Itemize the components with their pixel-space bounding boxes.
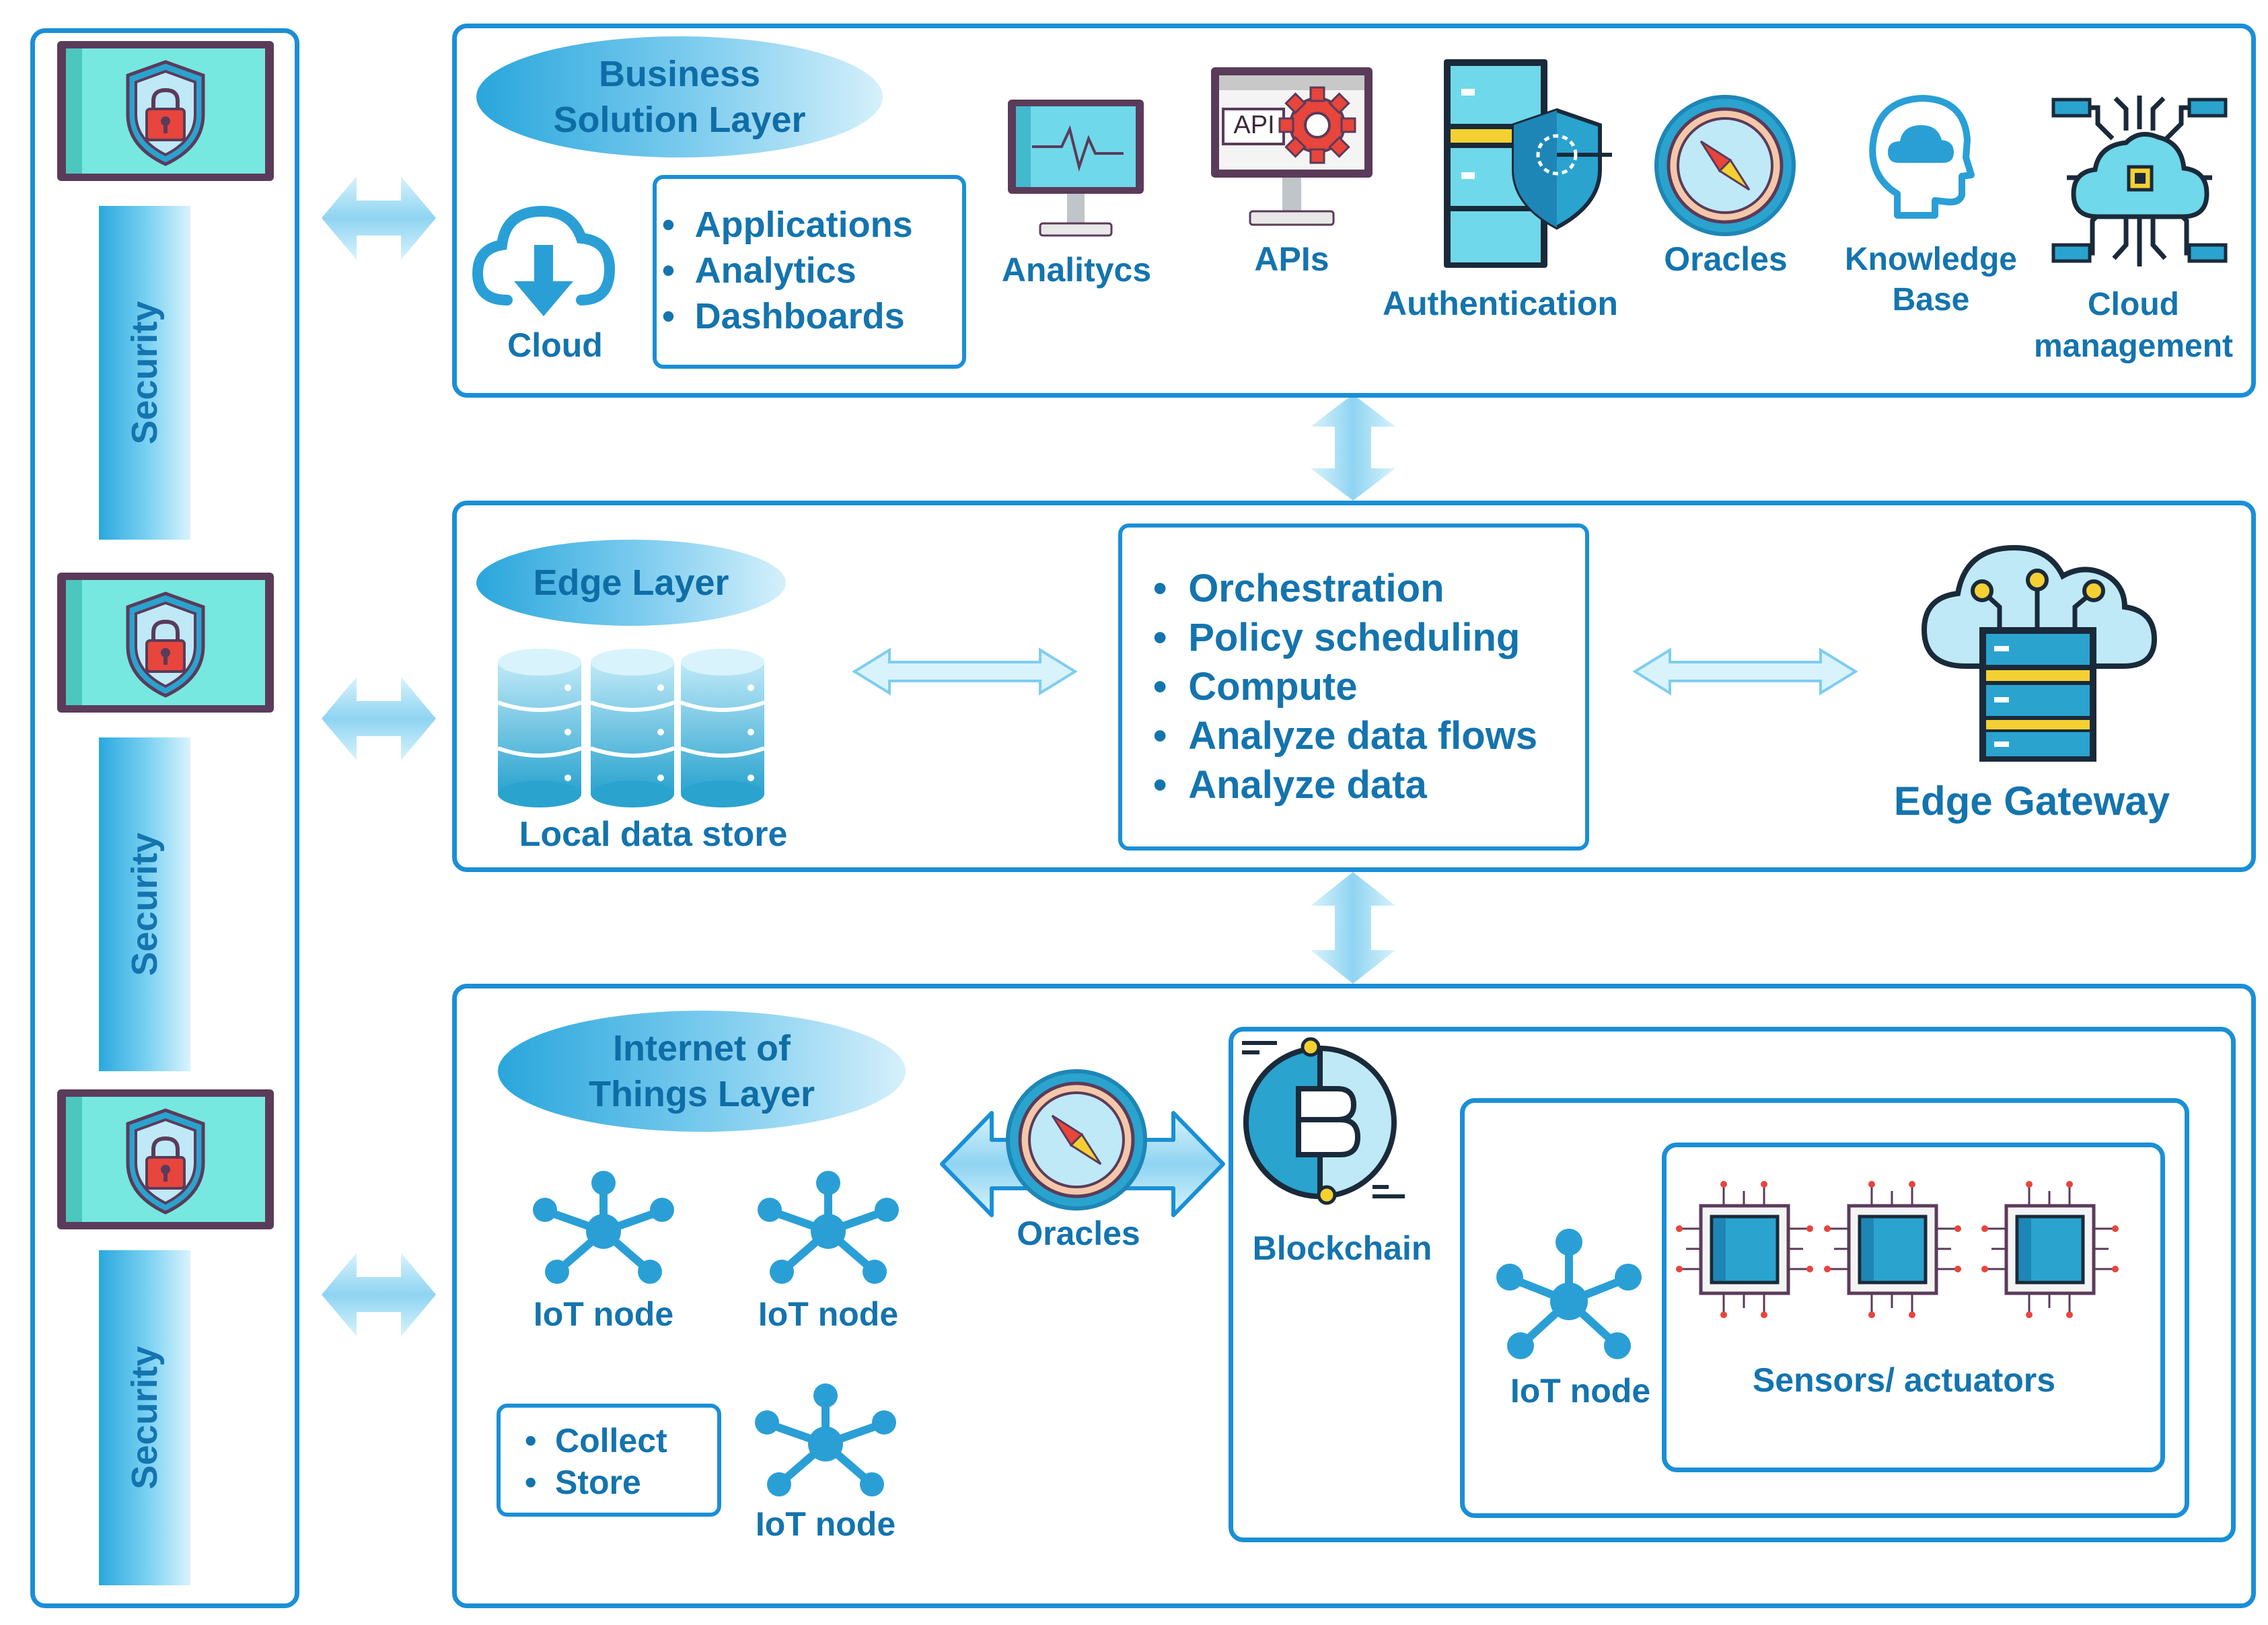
- blockchain-label: Blockchain: [1252, 1229, 1432, 1267]
- list-item: Store: [525, 1461, 717, 1503]
- iot-node-icon-3: [755, 1383, 896, 1496]
- cloud-download-icon: [472, 205, 616, 316]
- iot-node-label: IoT node: [533, 1295, 674, 1333]
- edge-functions-list: Orchestration Policy scheduling Compute …: [1118, 523, 1589, 851]
- security-monitor-3: [55, 1087, 276, 1231]
- iot-node-icon-1: [533, 1171, 674, 1284]
- thin-double-arrow-right: [1632, 647, 1858, 696]
- sensor-chip-icon-1: [1676, 1181, 1813, 1318]
- list-item: Policy scheduling: [1153, 613, 1585, 662]
- list-item: Applications: [662, 202, 962, 248]
- iot-node-icon-2: [758, 1171, 899, 1284]
- list-item: Orchestration: [1153, 564, 1585, 613]
- security-monitor-1: [55, 39, 276, 183]
- apis-label: APIs: [1254, 240, 1329, 278]
- security-label: Security: [124, 1346, 165, 1490]
- database-stack-icon: [497, 647, 767, 809]
- business-features-list: Applications Analytics Dashboards: [653, 175, 966, 369]
- knowledge-base-label: Knowledge Base: [1844, 242, 2017, 318]
- double-arrow-horizontal-3: [322, 1253, 436, 1336]
- iot-node-label: IoT node: [1510, 1372, 1651, 1410]
- list-item: Analytics: [662, 248, 962, 293]
- double-arrow-horizontal-2: [322, 677, 436, 760]
- local-data-store-label: Local data store: [519, 815, 788, 854]
- security-label: Security: [124, 301, 165, 445]
- iot-layer-title: Internet of Things Layer: [498, 1011, 906, 1132]
- oracles-compass-icon: [1006, 1069, 1147, 1211]
- edge-layer-title: Edge Layer: [476, 540, 786, 626]
- edge-gateway-label: Edge Gateway: [1893, 779, 2170, 824]
- api-badge-text: API: [1233, 111, 1275, 139]
- sensors-actuators-label: Sensors/ actuators: [1752, 1361, 2056, 1399]
- cloud-label: Cloud: [507, 326, 603, 364]
- double-arrow-vertical-2: [1311, 872, 1395, 984]
- list-item: Collect: [525, 1420, 717, 1461]
- iot-node-label: IoT node: [755, 1505, 896, 1543]
- iot-node-icon-4: [1496, 1229, 1642, 1359]
- list-item: Analyze data flows: [1153, 711, 1585, 760]
- sensor-chip-icon-2: [1824, 1181, 1961, 1318]
- lock-shield-icon: [57, 41, 274, 181]
- thin-double-arrow-left: [852, 647, 1078, 696]
- sensors-container: [1662, 1143, 2165, 1472]
- security-bar-1: Security: [99, 206, 190, 540]
- iot-actions-list: Collect Store: [497, 1404, 721, 1517]
- authentication-label: Authentication: [1383, 285, 1618, 322]
- cloud-management-label: Cloud management: [2033, 287, 2234, 364]
- oracles-compass-icon: [1654, 95, 1796, 236]
- cloud-management-circuit-icon: [2051, 96, 2228, 266]
- list-item: Analyze data: [1153, 760, 1585, 809]
- lock-shield-icon: [57, 573, 274, 713]
- blockchain-bitcoin-icon: [1242, 1037, 1405, 1205]
- knowledge-base-head-icon: [1869, 95, 1975, 219]
- edge-gateway-server-icon: [1921, 544, 2158, 762]
- authentication-server-shield-icon: [1444, 59, 1612, 268]
- iot-oracles-label: Oracles: [1017, 1215, 1140, 1252]
- lock-shield-icon: [57, 1089, 274, 1229]
- business-layer-title: Business Solution Layer: [476, 36, 883, 157]
- sensor-chip-icon-3: [1981, 1181, 2119, 1318]
- oracles-label: Oracles: [1664, 240, 1788, 278]
- analytics-monitor-icon: [1008, 100, 1144, 237]
- list-item: Compute: [1153, 662, 1585, 711]
- security-bar-2: Security: [99, 737, 190, 1071]
- api-gear-monitor-icon: [1211, 67, 1373, 226]
- list-item: Dashboards: [662, 293, 962, 339]
- analytics-label: Analitycs: [1001, 251, 1152, 289]
- security-monitor-2: [55, 571, 276, 715]
- security-label: Security: [124, 832, 165, 976]
- iot-node-label: IoT node: [758, 1295, 899, 1333]
- double-arrow-horizontal-1: [322, 176, 436, 260]
- security-bar-3: Security: [99, 1250, 190, 1585]
- double-arrow-vertical-1: [1311, 394, 1395, 501]
